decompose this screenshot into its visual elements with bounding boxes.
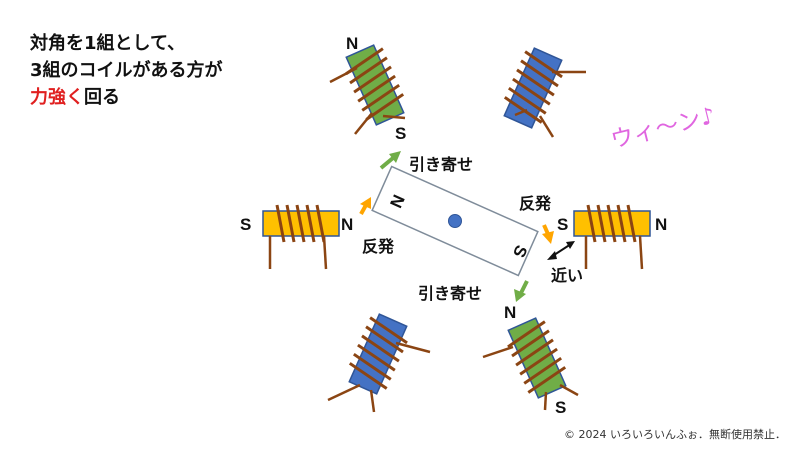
wire-top-left-c: [382, 114, 406, 120]
copyright: © 2024 いろいろいんふぉ．無断使用禁止．: [564, 428, 786, 441]
arrow-near: [547, 241, 575, 260]
heading-line-3: 力強く回る: [30, 84, 223, 111]
wire-top-right-c: [514, 108, 528, 117]
coil-bottom-left: [348, 313, 408, 395]
wire-bottom-right-a: [482, 345, 514, 359]
wire-bottom-right-c: [559, 383, 579, 397]
wire-bottom-left-c: [327, 383, 361, 402]
pole-top-left-n: N: [346, 34, 358, 53]
heading-line-3-rest: 回る: [84, 87, 120, 108]
coil-top-left: [345, 44, 405, 126]
pole-right-s: S: [557, 215, 568, 234]
heading-line-1: 対角を1組として、: [30, 33, 186, 54]
wire-bottom-left-a: [395, 341, 431, 354]
sound-effect: ウィ～ン♪: [608, 103, 718, 154]
pole-top-left-s: S: [395, 124, 406, 143]
wire-bottom-left-b: [369, 389, 376, 413]
heading-line-2: 3組のコイルがある方が: [30, 60, 223, 81]
arrow-repel-right: [542, 224, 554, 244]
rotor-axis: [448, 214, 462, 228]
coil-left: [262, 204, 340, 270]
coil-bottom-right: [507, 317, 567, 399]
pole-right-n: N: [655, 215, 667, 234]
heading: 対角を1組として、 3組のコイルがある方が 力強く回る: [30, 30, 223, 111]
coil-top-right: [503, 47, 563, 129]
label-repel-left: 反発: [362, 237, 395, 256]
heading-emphasis: 力強く: [30, 87, 84, 108]
arrow-pull-bottom: [514, 280, 529, 302]
label-repel-right: 反発: [519, 194, 552, 213]
arrow-pull-top: [379, 151, 401, 170]
wire-top-left-a: [329, 66, 358, 84]
wire-top-left-b: [354, 112, 373, 135]
arrow-repel-left: [359, 197, 371, 215]
label-near: 近い: [551, 266, 583, 285]
wire-top-right-b: [538, 115, 555, 138]
coil-right: [573, 204, 651, 270]
pole-left-n: N: [341, 215, 353, 234]
pole-bottom-right-s: S: [555, 398, 566, 417]
label-pull-bottom: 引き寄せ: [418, 284, 482, 303]
wire-bottom-right-b: [543, 391, 548, 411]
pole-bottom-right-n: N: [504, 303, 516, 322]
label-pull-top: 引き寄せ: [409, 155, 473, 174]
pole-left-s: S: [240, 215, 251, 234]
